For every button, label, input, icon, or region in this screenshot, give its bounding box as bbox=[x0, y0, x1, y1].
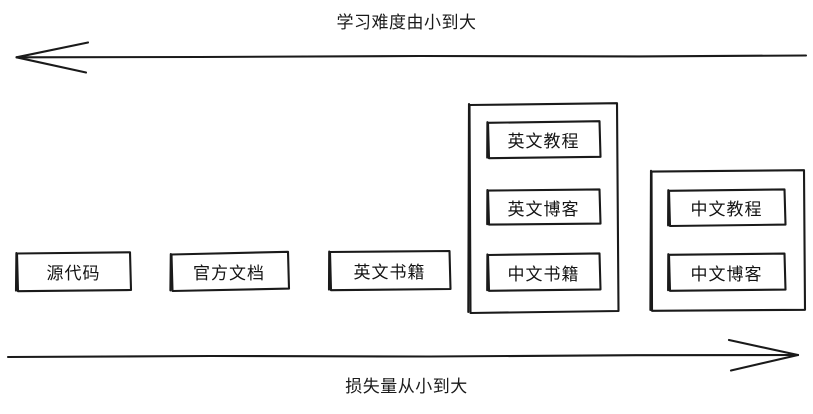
node-english-tutorial[interactable]: 英文教程 bbox=[487, 121, 600, 158]
node-label-official-docs: 官方文档 bbox=[193, 264, 265, 284]
node-chinese-blog[interactable]: 中文博客 bbox=[668, 253, 785, 291]
group-english-resources[interactable] bbox=[468, 103, 618, 313]
bottom-axis-line bbox=[6, 338, 800, 372]
source-code-box-outline bbox=[14, 251, 133, 293]
node-source-code[interactable]: 源代码 bbox=[16, 252, 131, 291]
node-label-source-code: 源代码 bbox=[46, 264, 101, 284]
node-label-english-tutorial: 英文教程 bbox=[507, 132, 580, 152]
official-docs-box-outline bbox=[169, 250, 291, 293]
english-tutorial-box-outline bbox=[486, 120, 602, 160]
english-books-box-outline bbox=[327, 249, 452, 292]
bottom-axis-label: 损失量从小到大 bbox=[345, 377, 468, 397]
top-axis-label: 学习难度由小到大 bbox=[336, 13, 477, 33]
english-blog-box-outline bbox=[486, 188, 602, 226]
top-axis-line bbox=[15, 41, 808, 74]
node-label-chinese-tutorial: 中文教程 bbox=[690, 200, 763, 220]
node-chinese-books[interactable]: 中文书籍 bbox=[487, 253, 600, 291]
english-resources-group-outline bbox=[467, 102, 620, 315]
node-chinese-tutorial[interactable]: 中文教程 bbox=[668, 189, 785, 226]
node-english-books[interactable]: 英文书籍 bbox=[329, 251, 450, 290]
node-official-docs[interactable]: 官方文档 bbox=[170, 252, 288, 291]
group-chinese-resources[interactable] bbox=[650, 170, 805, 311]
node-label-english-books: 英文书籍 bbox=[353, 263, 426, 283]
chinese-books-box-outline bbox=[486, 252, 602, 292]
chinese-resources-group-outline bbox=[649, 169, 807, 312]
node-english-blog[interactable]: 英文博客 bbox=[487, 189, 600, 225]
node-label-english-blog: 英文博客 bbox=[507, 199, 580, 220]
chinese-tutorial-box-outline bbox=[667, 188, 787, 228]
chinese-blog-box-outline bbox=[667, 252, 787, 292]
node-label-chinese-blog: 中文博客 bbox=[690, 264, 763, 285]
node-label-chinese-books: 中文书籍 bbox=[507, 264, 580, 285]
